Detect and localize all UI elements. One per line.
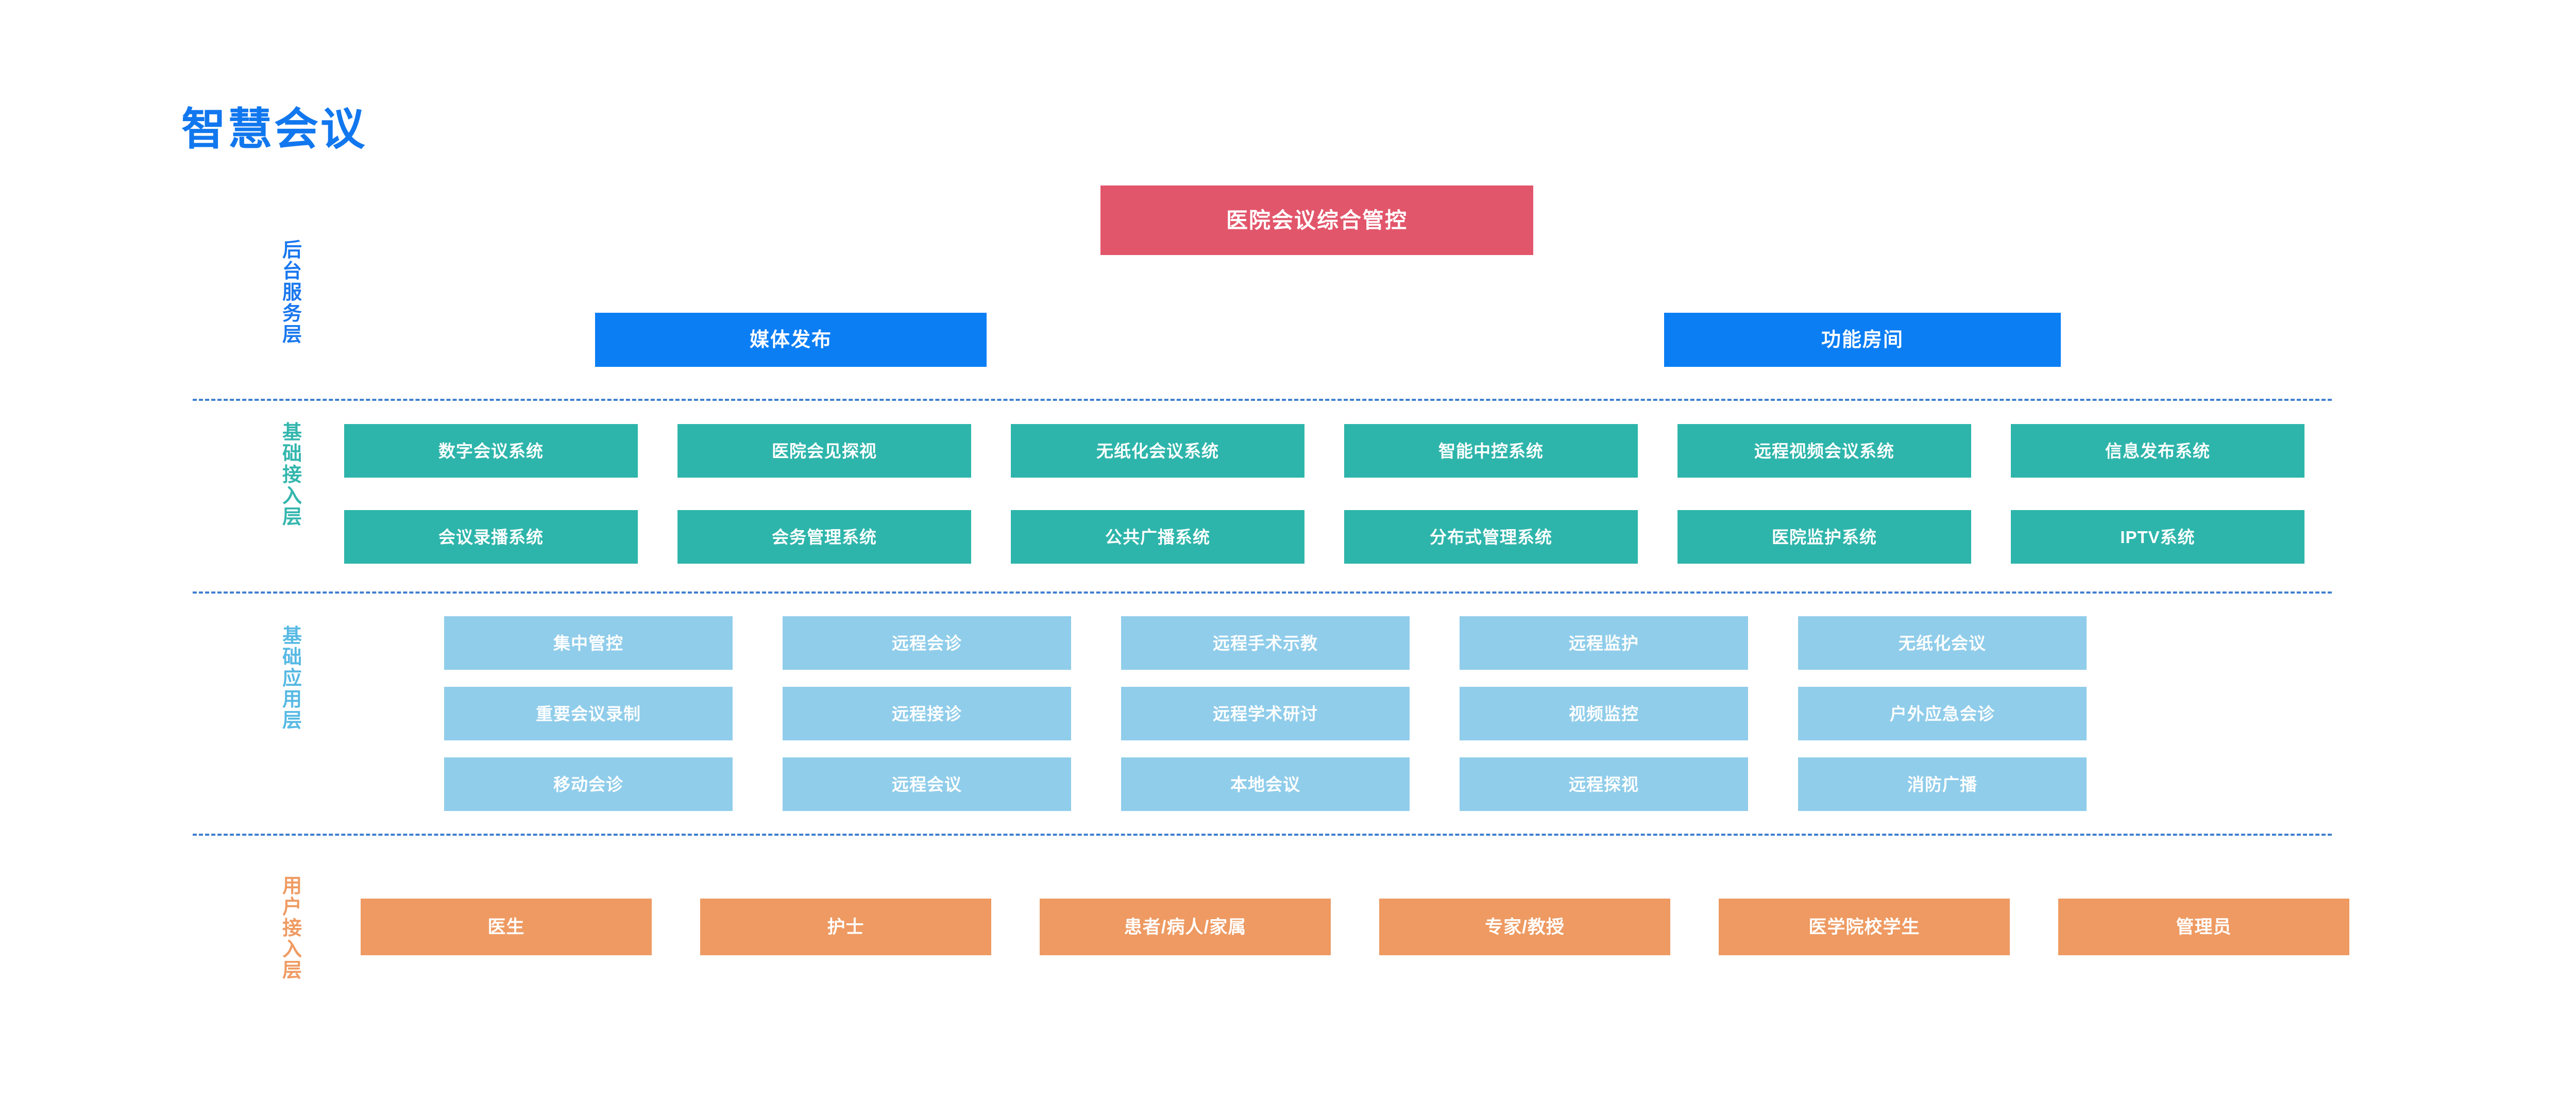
application-row2-item-1[interactable]: 重要会议录制 — [444, 687, 733, 740]
access-row1-item-1[interactable]: 数字会议系统 — [344, 424, 638, 478]
application-row2-item-4[interactable]: 视频监控 — [1460, 687, 1748, 740]
user-role-administrator[interactable]: 管理员 — [2058, 899, 2349, 955]
application-row2-item-3[interactable]: 远程学术研讨 — [1121, 687, 1410, 740]
application-row2-item-2[interactable]: 远程接诊 — [783, 687, 1071, 740]
application-row3-item-4[interactable]: 远程探视 — [1460, 757, 1748, 811]
application-row3-item-3[interactable]: 本地会议 — [1121, 757, 1410, 811]
access-row2-item-3[interactable]: 公共广播系统 — [1011, 510, 1304, 564]
application-row2-item-5[interactable]: 户外应急会诊 — [1798, 687, 2087, 740]
node-function-room[interactable]: 功能房间 — [1664, 313, 2061, 367]
user-role-nurse[interactable]: 护士 — [700, 899, 991, 955]
application-row3-item-5[interactable]: 消防广播 — [1798, 757, 2087, 811]
layer-divider-1 — [193, 399, 2332, 401]
access-row1-item-4[interactable]: 智能中控系统 — [1344, 424, 1638, 478]
application-row1-item-3[interactable]: 远程手术示教 — [1121, 616, 1410, 670]
layer-divider-2 — [193, 591, 2332, 594]
layer-label-user: 用户接入层 — [282, 875, 302, 982]
application-row1-item-2[interactable]: 远程会诊 — [783, 616, 1071, 670]
node-media-publish[interactable]: 媒体发布 — [595, 313, 987, 367]
user-role-expert-professor[interactable]: 专家/教授 — [1379, 899, 1670, 955]
access-row2-item-6[interactable]: IPTV系统 — [2011, 510, 2304, 564]
access-row1-item-2[interactable]: 医院会见探视 — [677, 424, 971, 478]
layer-label-application: 基础应用层 — [282, 625, 302, 732]
access-row1-item-5[interactable]: 远程视频会议系统 — [1677, 424, 1971, 478]
access-row2-item-2[interactable]: 会务管理系统 — [677, 510, 971, 564]
application-row1-item-4[interactable]: 远程监护 — [1460, 616, 1748, 670]
application-row1-item-1[interactable]: 集中管控 — [444, 616, 733, 670]
application-row3-item-1[interactable]: 移动会诊 — [444, 757, 733, 811]
page-title: 智慧会议 — [181, 105, 367, 154]
layer-label-backend: 后台服务层 — [282, 240, 302, 346]
node-hospital-meeting-control[interactable]: 医院会议综合管控 — [1100, 185, 1533, 255]
application-row3-item-2[interactable]: 远程会议 — [783, 757, 1071, 811]
user-role-doctor[interactable]: 医生 — [361, 899, 652, 955]
access-row2-item-1[interactable]: 会议录播系统 — [344, 510, 638, 564]
layer-label-access: 基础接入层 — [282, 422, 302, 529]
user-role-patient-family[interactable]: 患者/病人/家属 — [1040, 899, 1331, 955]
access-row2-item-4[interactable]: 分布式管理系统 — [1344, 510, 1638, 564]
access-row1-item-3[interactable]: 无纸化会议系统 — [1011, 424, 1304, 478]
layer-divider-3 — [193, 834, 2332, 836]
user-role-medical-student[interactable]: 医学院校学生 — [1719, 899, 2010, 955]
access-row1-item-6[interactable]: 信息发布系统 — [2011, 424, 2304, 478]
application-row1-item-5[interactable]: 无纸化会议 — [1798, 616, 2087, 670]
access-row2-item-5[interactable]: 医院监护系统 — [1677, 510, 1971, 564]
